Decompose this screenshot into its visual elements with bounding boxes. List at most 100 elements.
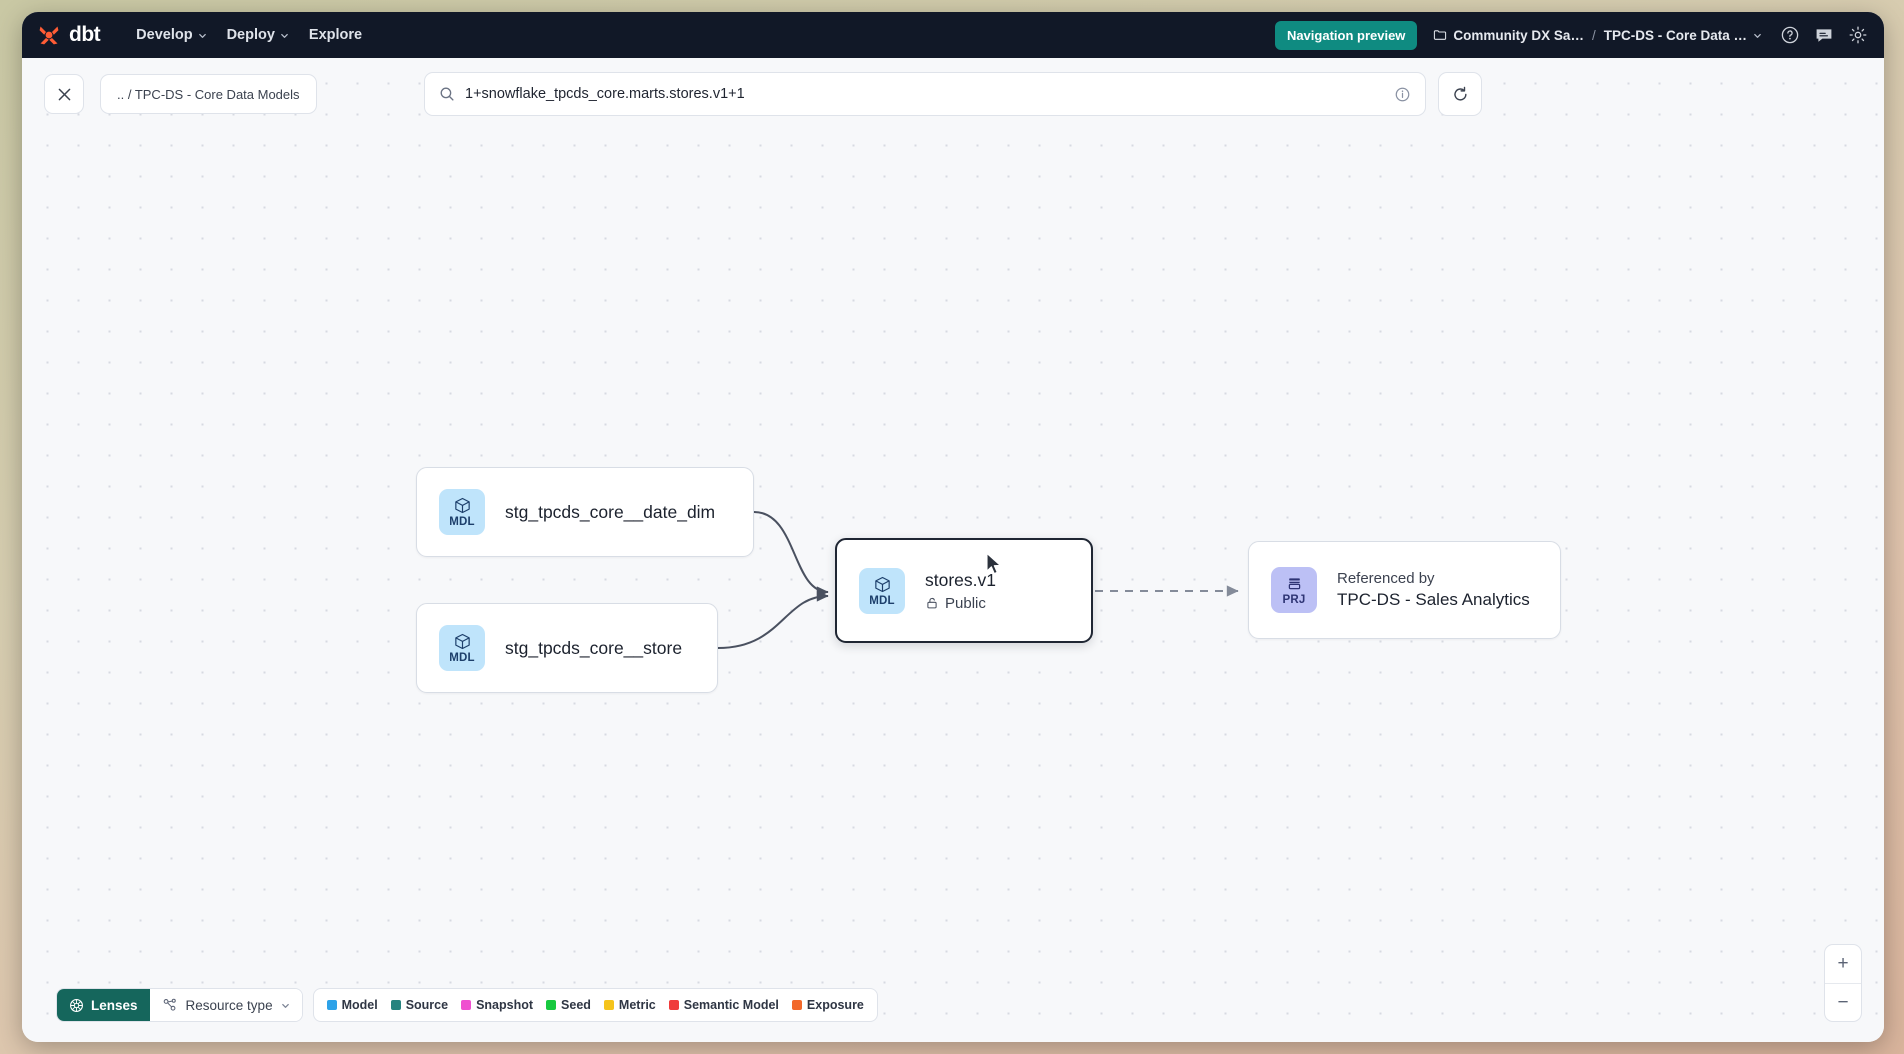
nav-deploy-label: Deploy — [226, 27, 275, 43]
breadcrumb: Community DX Sa… / TPC-DS - Core Data … — [1433, 28, 1762, 43]
lenses-button[interactable]: Lenses — [57, 989, 150, 1021]
zoom-out-button[interactable]: − — [1825, 983, 1861, 1021]
search-input[interactable] — [465, 86, 1384, 102]
nav-deploy[interactable]: Deploy — [217, 21, 299, 49]
edge-date-dim-to-stores — [753, 511, 829, 598]
graph-toolbar: .. / TPC-DS - Core Data Models — [22, 58, 1884, 130]
legend-item-source: Source — [390, 998, 449, 1012]
legend-label: Metric — [618, 998, 656, 1012]
legend-item-model: Model — [326, 998, 378, 1012]
search-area — [424, 72, 1482, 116]
nav-develop-label: Develop — [136, 27, 193, 43]
resource-type-dropdown[interactable]: Resource type — [149, 989, 302, 1021]
legend-swatch — [390, 1000, 401, 1010]
legend-item-seed: Seed — [546, 998, 591, 1012]
gear-icon[interactable] — [1848, 25, 1868, 45]
node-kicker: Referenced by — [1337, 570, 1435, 587]
folder-icon — [1434, 30, 1447, 40]
legend-label: Model — [341, 998, 378, 1012]
dbt-logo-text: dbt — [69, 23, 101, 46]
legend-label: Seed — [561, 998, 591, 1012]
model-type-label: MDL — [869, 594, 895, 607]
lineage-node-model[interactable]: MDL stg_tpcds_core__store — [416, 603, 718, 693]
breadcrumb-project[interactable]: TPC-DS - Core Data … — [1604, 28, 1762, 43]
resource-type-icon — [163, 998, 176, 1011]
legend-item-semantic-model: Semantic Model — [668, 998, 779, 1012]
dbt-logo-icon — [36, 22, 62, 48]
top-navigation-bar: dbt Develop Deploy Explore Navigation pr… — [22, 12, 1884, 58]
node-title: stg_tpcds_core__store — [505, 637, 683, 658]
dbt-explore-window: dbt Develop Deploy Explore Navigation pr… — [22, 12, 1884, 1042]
graph-bottom-toolbar: Lenses Resource type — [56, 988, 878, 1022]
node-body: stores.v1 Public — [925, 570, 996, 612]
breadcrumb-account[interactable]: Community DX Sa… — [1433, 28, 1584, 43]
model-type-badge: MDL — [859, 567, 905, 614]
refresh-graph-button[interactable] — [1438, 72, 1482, 116]
breadcrumb-project-label: TPC-DS - Core Data … — [1603, 27, 1747, 43]
model-type-label: MDL — [449, 516, 475, 528]
lineage-node-selected[interactable]: MDL stores.v1 Public — [835, 538, 1093, 643]
node-access: Public — [925, 595, 996, 612]
nav-explore[interactable]: Explore — [299, 21, 372, 49]
legend-label: Snapshot — [476, 998, 534, 1012]
node-title: TPC-DS - Sales Analytics — [1337, 590, 1530, 609]
info-icon[interactable] — [1394, 86, 1411, 103]
cube-icon — [454, 497, 470, 514]
legend-label: Exposure — [806, 998, 864, 1012]
lineage-node-project[interactable]: PRJ Referenced by TPC-DS - Sales Analyti… — [1248, 541, 1561, 639]
refresh-icon — [1453, 86, 1467, 101]
search-icon — [440, 87, 454, 101]
node-title: stores.v1 — [925, 569, 996, 590]
breadcrumb-account-label: Community DX Sa… — [1453, 27, 1584, 43]
model-type-label: MDL — [449, 652, 475, 664]
dbt-logo[interactable]: dbt — [36, 22, 101, 48]
node-access-label: Public — [945, 594, 986, 612]
legend-swatch — [603, 1000, 614, 1010]
lineage-node-model[interactable]: MDL stg_tpcds_core__date_dim — [416, 467, 754, 557]
legend-label: Semantic Model — [683, 998, 779, 1012]
lens-controls: Lenses Resource type — [56, 988, 303, 1022]
stacked-layers-icon — [1288, 578, 1300, 590]
legend-swatch — [546, 1000, 557, 1010]
chevron-down-icon — [281, 1003, 289, 1008]
legend-swatch — [326, 1000, 337, 1010]
legend-swatch — [668, 1000, 679, 1010]
zoom-in-button[interactable]: + — [1837, 953, 1849, 974]
unlock-icon — [927, 597, 937, 609]
close-graph-button[interactable] — [44, 74, 84, 114]
cube-icon — [454, 633, 470, 650]
lenses-label: Lenses — [91, 997, 138, 1013]
resource-type-legend: Model Source Snapshot Seed Metric — [312, 988, 878, 1022]
lineage-search-box[interactable] — [424, 72, 1426, 116]
nav-icon-group — [1780, 25, 1868, 45]
legend-label: Source — [405, 998, 449, 1012]
zoom-controls: + − — [1824, 944, 1862, 1022]
lineage-canvas[interactable]: MDL stg_tpcds_core__date_dim MDL stg_tpc… — [22, 58, 1884, 1042]
node-body: stg_tpcds_core__date_dim — [505, 502, 715, 523]
chevron-down-icon — [281, 33, 288, 38]
legend-item-snapshot: Snapshot — [461, 998, 533, 1012]
project-type-badge: PRJ — [1271, 567, 1317, 613]
model-type-badge: MDL — [439, 625, 485, 671]
close-icon — [58, 88, 70, 100]
help-icon[interactable] — [1780, 25, 1800, 45]
edge-store-to-stores — [717, 590, 829, 649]
node-body: stg_tpcds_core__store — [505, 638, 682, 659]
lens-icon — [70, 998, 83, 1012]
legend-item-exposure: Exposure — [791, 998, 864, 1012]
navigation-preview-badge[interactable]: Navigation preview — [1274, 20, 1418, 50]
node-body: Referenced by TPC-DS - Sales Analytics — [1337, 570, 1530, 610]
nav-explore-label: Explore — [308, 27, 363, 43]
nav-develop[interactable]: Develop — [126, 21, 216, 49]
project-type-label: PRJ — [1282, 594, 1306, 606]
cube-icon — [874, 576, 890, 592]
project-breadcrumb-chip[interactable]: .. / TPC-DS - Core Data Models — [100, 74, 317, 114]
feedback-icon[interactable] — [1814, 25, 1834, 45]
breadcrumb-separator: / — [1591, 27, 1596, 43]
legend-swatch — [791, 1000, 802, 1010]
chevron-down-icon — [1754, 33, 1761, 38]
resource-type-label: Resource type — [185, 997, 273, 1013]
node-title: stg_tpcds_core__date_dim — [505, 501, 716, 522]
model-type-badge: MDL — [439, 489, 485, 535]
chevron-down-icon — [198, 33, 206, 38]
